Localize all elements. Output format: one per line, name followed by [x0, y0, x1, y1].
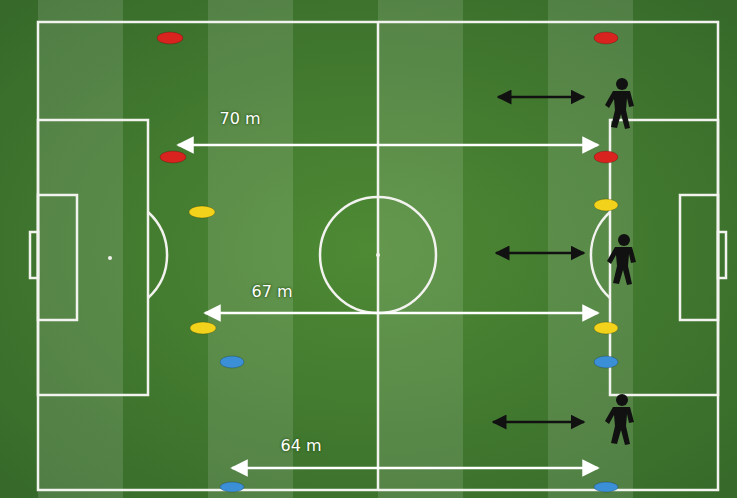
penalty-spot	[108, 256, 112, 260]
distance-label: 67 m	[251, 282, 292, 301]
dimension-arrows	[178, 145, 598, 468]
cones	[157, 32, 618, 492]
movement-arrows	[493, 97, 584, 422]
player-silhouettes	[605, 78, 636, 445]
centre-spot	[376, 253, 380, 257]
distance-label: 64 m	[280, 436, 321, 455]
pitch-lines	[30, 22, 726, 490]
mowing-stripes	[38, 0, 633, 498]
distance-label: 70 m	[219, 109, 260, 128]
